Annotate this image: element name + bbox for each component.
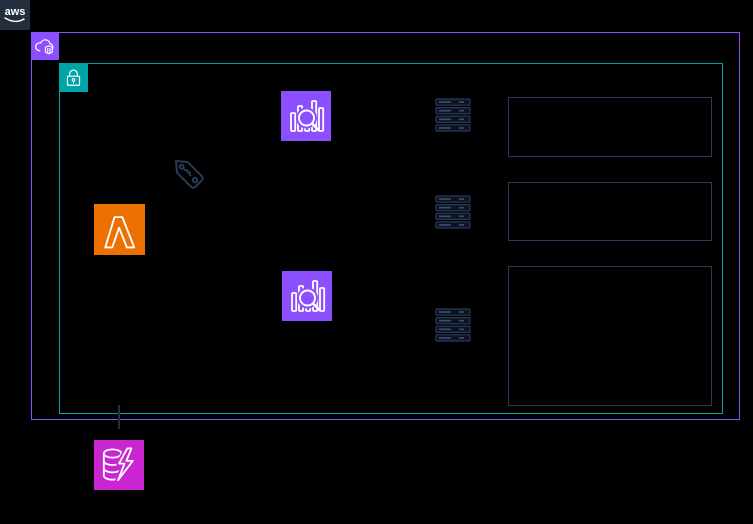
- empty-node-box[interactable]: [508, 266, 712, 406]
- analytics-node[interactable]: [282, 271, 332, 321]
- connector-line[interactable]: [118, 405, 120, 429]
- aws-logo-text: aws: [4, 5, 26, 18]
- server-stack-icon: [435, 195, 471, 229]
- subnet-container-badge[interactable]: [59, 63, 88, 92]
- padlock-icon: [66, 69, 81, 86]
- analytics-node[interactable]: [281, 91, 331, 141]
- server-stack-icon: [435, 98, 471, 132]
- lambda-node[interactable]: [94, 204, 145, 255]
- database-bolt-icon: [102, 445, 136, 483]
- subnet-container-rect[interactable]: [59, 63, 723, 414]
- server-stack-icon: [435, 308, 471, 342]
- lambda-icon: [103, 215, 135, 248]
- chart-magnifier-icon: [290, 100, 325, 132]
- cloud-cube-icon: [35, 39, 54, 55]
- cloud-container-rect[interactable]: [31, 32, 740, 420]
- price-tag-icon: [174, 159, 204, 189]
- aws-logo: aws: [0, 0, 30, 30]
- server-node[interactable]: [435, 308, 471, 342]
- tag-node[interactable]: [166, 153, 210, 195]
- cloud-container-badge[interactable]: [31, 32, 59, 60]
- empty-node-box[interactable]: [508, 97, 712, 157]
- empty-node-box[interactable]: [508, 182, 712, 241]
- server-node[interactable]: [435, 195, 471, 229]
- server-node[interactable]: [435, 98, 471, 132]
- aws-smile-icon: [4, 16, 25, 22]
- chart-magnifier-icon: [291, 280, 326, 312]
- database-node[interactable]: [94, 440, 144, 490]
